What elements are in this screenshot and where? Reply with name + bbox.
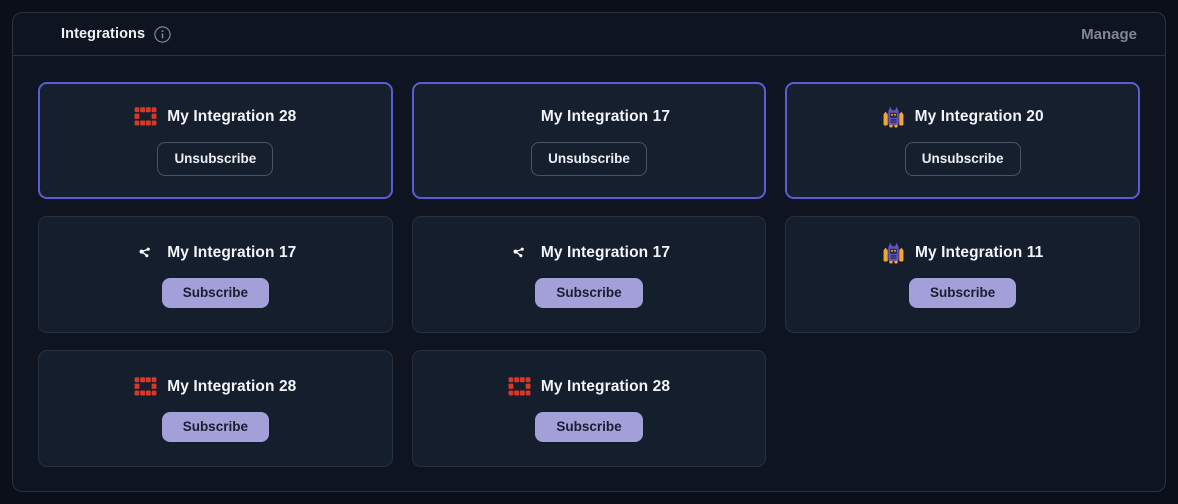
integration-title: My Integration 11	[915, 243, 1044, 261]
wizard-mascot-icon	[882, 241, 905, 264]
integration-card-head: My Integration 28	[134, 375, 296, 398]
integration-card: My Integration 11 Subscribe	[785, 216, 1140, 333]
unsubscribe-button[interactable]: Unsubscribe	[904, 142, 1021, 176]
integration-card: My Integration 20 Unsubscribe	[785, 82, 1140, 199]
integration-title: My Integration 17	[540, 243, 671, 261]
red-tiles-icon	[134, 105, 157, 128]
integration-card: My Integration 28 Unsubscribe	[38, 82, 393, 199]
integration-card: My Integration 28 Subscribe	[38, 350, 393, 467]
panel-header: Integrations Manage	[13, 13, 1165, 56]
integration-card: My Integration 28 Subscribe	[411, 350, 767, 467]
unsubscribe-button[interactable]: Unsubscribe	[157, 142, 274, 176]
subscribe-button[interactable]: Subscribe	[161, 278, 269, 308]
integration-card-head: My Integration 11	[882, 241, 1043, 264]
integration-title: My Integration 20	[914, 107, 1044, 125]
subscribe-button[interactable]: Subscribe	[535, 278, 643, 308]
integration-title: My Integration 17	[167, 243, 297, 261]
integration-card-head: My Integration 17	[507, 105, 671, 129]
manage-link[interactable]: Manage	[1081, 25, 1137, 43]
pink-share-icon	[508, 241, 531, 264]
subscribe-button[interactable]: Subscribe	[161, 412, 269, 442]
info-icon[interactable]	[154, 25, 171, 43]
panel-header-left: Integrations	[61, 25, 171, 43]
subscribe-button[interactable]: Subscribe	[535, 412, 643, 442]
integration-card-head: My Integration 20	[882, 105, 1044, 128]
wizard-mascot-icon	[882, 105, 905, 128]
red-tiles-icon	[508, 375, 531, 398]
integration-title: My Integration 28	[167, 107, 297, 125]
page-title: Integrations	[61, 26, 146, 42]
red-tiles-icon	[134, 375, 157, 398]
integration-title: My Integration 28	[167, 377, 297, 395]
integration-card: My Integration 17 Unsubscribe	[411, 82, 767, 199]
integrations-grid: My Integration 28 Unsubscribe My Integra…	[13, 56, 1165, 491]
integration-card: My Integration 17 Subscribe	[38, 216, 393, 333]
orange-stripes-icon	[507, 105, 531, 129]
integration-card-head: My Integration 17	[508, 241, 670, 264]
subscribe-button[interactable]: Subscribe	[909, 278, 1017, 308]
integration-card: My Integration 17 Subscribe	[411, 216, 767, 333]
integrations-panel: Integrations Manage	[12, 12, 1166, 492]
integration-card-head: My Integration 28	[134, 105, 296, 128]
integration-title: My Integration 17	[540, 107, 671, 125]
integration-card-head: My Integration 17	[134, 241, 296, 264]
integration-card-head: My Integration 28	[508, 375, 670, 398]
pink-share-icon	[134, 241, 158, 264]
unsubscribe-button[interactable]: Unsubscribe	[531, 142, 647, 176]
integration-title: My Integration 28	[540, 377, 671, 395]
